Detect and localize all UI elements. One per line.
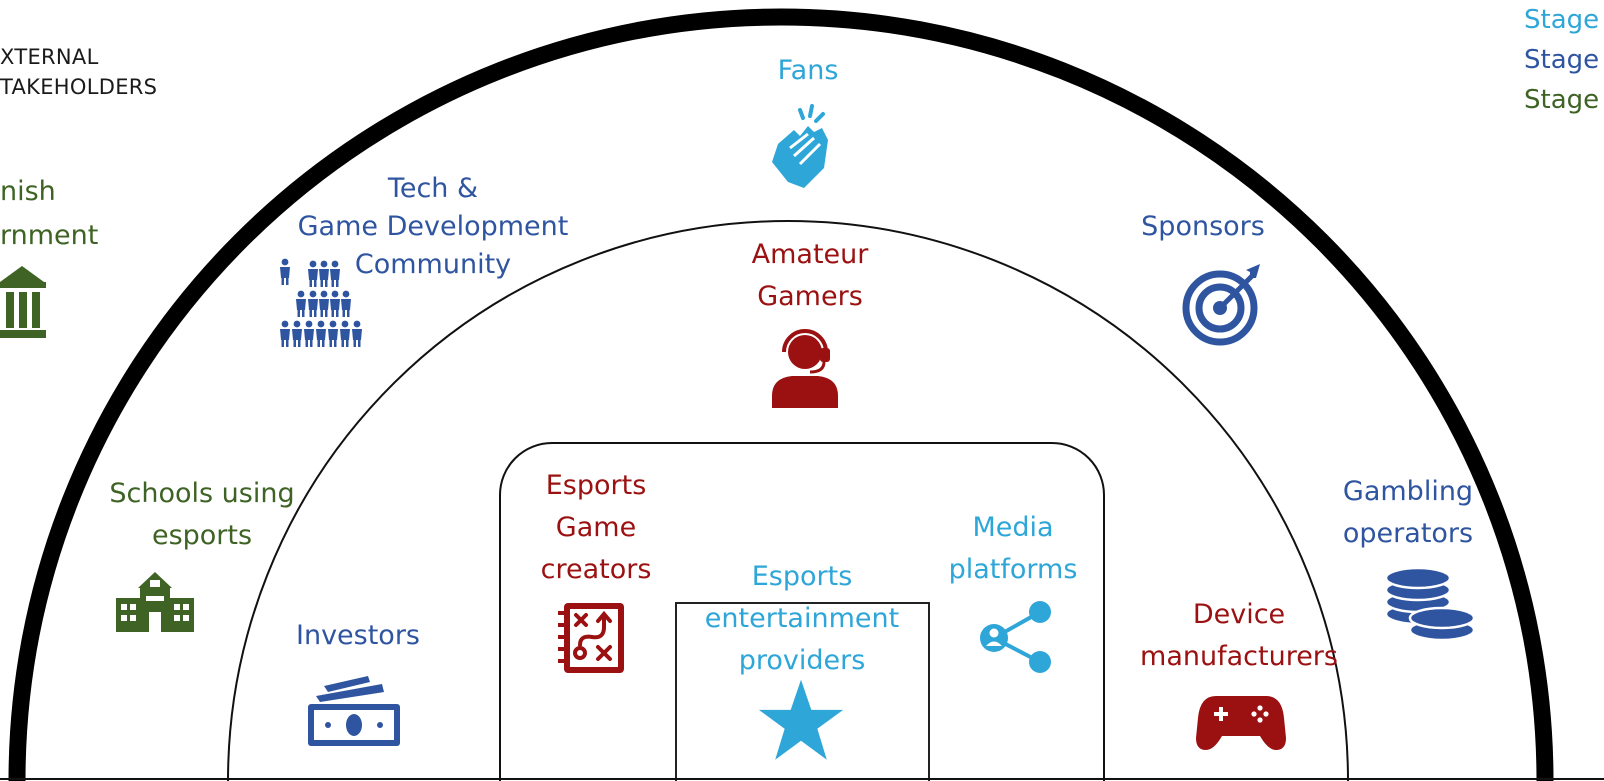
outer-ring	[8, 8, 1554, 781]
coin-stacks-icon	[1384, 566, 1476, 642]
headset-gamer-icon	[772, 329, 838, 408]
gambling-label: Gambling operators	[1342, 476, 1474, 549]
gamepad-icon	[1196, 696, 1286, 750]
legend-stage-1: Stage	[1524, 5, 1600, 35]
core-box	[675, 602, 930, 781]
inner-box	[499, 442, 1105, 781]
people-pyramid-icon	[280, 258, 362, 347]
target-icon	[1182, 264, 1260, 346]
government-label: nish rnment	[0, 176, 99, 251]
strategy-board-icon	[558, 603, 624, 673]
school-building-icon	[116, 572, 194, 632]
entertainment-providers-label: Esports entertainment providers	[704, 561, 900, 676]
clapping-hands-icon	[772, 104, 828, 188]
media-platforms-label: Media platforms	[948, 512, 1078, 585]
legend-stage-3: Stage	[1524, 85, 1600, 115]
legend-stage-2: Stage	[1524, 45, 1600, 75]
tech-community-label: Tech & Game Development Community	[297, 173, 569, 280]
stage-legend: Stage Stage Stage	[1524, 0, 1599, 120]
sponsors-label: Sponsors	[1141, 211, 1265, 242]
share-icon	[980, 601, 1051, 673]
cash-icon	[308, 676, 400, 746]
government-building-icon	[0, 266, 46, 338]
star-icon	[758, 679, 844, 760]
game-creators-label: Esports Game creators	[540, 470, 652, 585]
schools-label: Schools using esports	[109, 478, 295, 551]
amateur-gamers-label: Amateur Gamers	[751, 239, 869, 312]
fans-label: Fans	[777, 55, 839, 86]
external-stakeholders-heading: XTERNAL TAKEHOLDERS	[0, 45, 158, 99]
device-manufacturers-label: Device manufacturers	[1140, 599, 1338, 672]
middle-ring	[227, 220, 1349, 781]
investors-label: Investors	[295, 620, 421, 651]
